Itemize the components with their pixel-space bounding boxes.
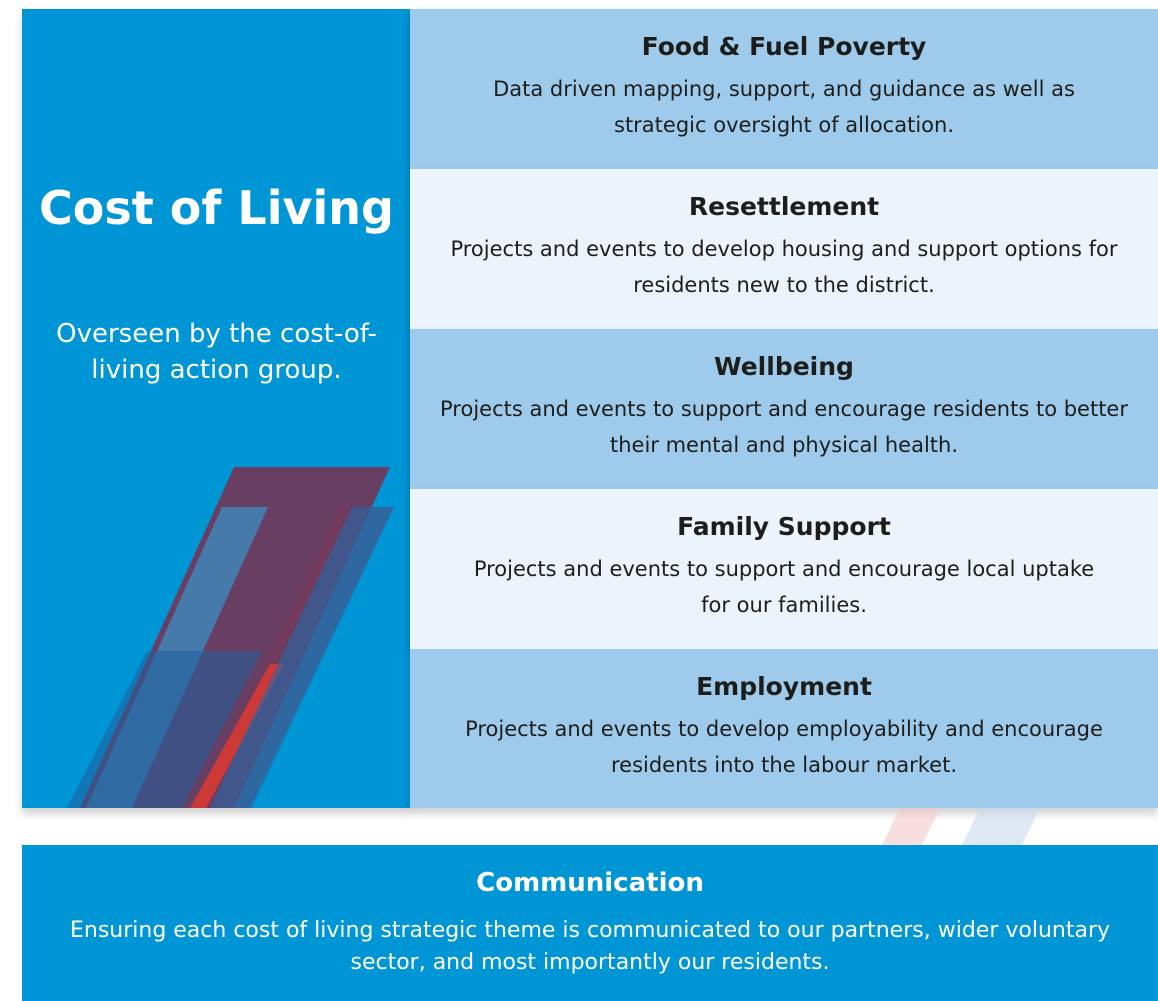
theme-title: Resettlement: [688, 192, 880, 221]
theme-title: Employment: [696, 672, 872, 701]
theme-description: Projects and events to develop employabi…: [465, 717, 1103, 777]
theme-description: Projects and events to support and encou…: [473, 557, 1095, 617]
theme-row-food-fuel-poverty: Food & Fuel Poverty Data driven mapping,…: [410, 9, 1158, 169]
decorative-stripes-graphic: [67, 467, 394, 808]
panel-title: Cost of Living: [39, 181, 394, 235]
theme-row-family-support: Family Support Projects and events to su…: [410, 489, 1158, 649]
theme-description: Projects and events to develop housing a…: [450, 237, 1118, 297]
theme-list: Food & Fuel Poverty Data driven mapping,…: [410, 9, 1158, 808]
theme-description: Data driven mapping, support, and guidan…: [493, 77, 1075, 137]
faint-stripes-graphic: [882, 808, 1040, 845]
communication-section: Communication Ensuring each cost of livi…: [22, 845, 1158, 1001]
theme-title: Food & Fuel Poverty: [641, 32, 927, 61]
theme-title: Family Support: [677, 512, 891, 541]
theme-row-resettlement: Resettlement Projects and events to deve…: [410, 169, 1158, 329]
theme-title: Wellbeing: [714, 352, 854, 381]
communication-description: Ensuring each cost of living strategic t…: [69, 918, 1111, 975]
theme-description: Projects and events to support and encou…: [440, 397, 1128, 457]
theme-row-employment: Employment Projects and events to develo…: [410, 649, 1158, 808]
communication-title: Communication: [476, 868, 704, 898]
cost-of-living-panel: Cost of Living Overseen by the cost-of-l…: [22, 9, 411, 808]
panel-subtitle: Overseen by the cost-of-living action gr…: [56, 319, 377, 385]
theme-row-wellbeing: Wellbeing Projects and events to support…: [410, 329, 1158, 489]
